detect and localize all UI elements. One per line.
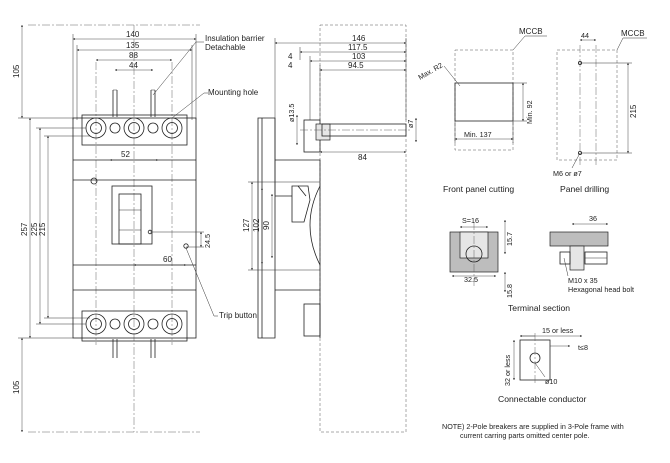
- ts-screw: M10 x 35: [568, 276, 598, 285]
- handle-window: [111, 185, 153, 245]
- dim-215: 215: [38, 222, 47, 236]
- dim-44: 44: [129, 61, 138, 70]
- connectable-conductor: 15 or less t≤8 32 or less ø10 Connectabl…: [498, 326, 588, 404]
- fpc-caption: Front panel cutting: [443, 184, 514, 194]
- dim-dia-13-5: ø13.5: [287, 104, 296, 122]
- front-top-dimensions: 140 135 88 44: [72, 30, 197, 120]
- terminal-section: S=16 15.7 32.5 15.8 36 M10 x 35 Hexagona…: [449, 214, 634, 313]
- mounting-hole-top-right: [147, 122, 159, 134]
- fpc-min-92: Min. 92: [525, 100, 534, 124]
- note-line-1: NOTE) 2-Pole breakers are supplied in 3-…: [442, 422, 624, 431]
- side-body: [257, 117, 331, 339]
- dim-103: 103: [352, 52, 366, 61]
- ts-32-5: 32.5: [464, 275, 478, 284]
- ts-s16: S=16: [462, 216, 479, 225]
- dim-60: 60: [163, 255, 172, 264]
- panel-outline: [319, 24, 407, 433]
- mounting-hole-top-left: [109, 122, 121, 134]
- dim-146: 146: [352, 34, 366, 43]
- pd-caption: Panel drilling: [560, 184, 609, 194]
- front-left-dimensions: 105 257 225 215 105: [12, 24, 90, 433]
- operating-handle: [118, 193, 142, 245]
- cc-32-or-less: 32 or less: [503, 354, 512, 386]
- dim-dia-7: ø7: [406, 120, 415, 128]
- dim-102: 102: [252, 218, 261, 232]
- dim-88: 88: [129, 51, 138, 60]
- ts-36: 36: [589, 214, 597, 223]
- indicator-screw: [90, 177, 98, 185]
- cc-15-or-less: 15 or less: [542, 326, 574, 335]
- cc-caption: Connectable conductor: [498, 394, 587, 404]
- dim-127: 127: [242, 218, 251, 232]
- ts-caption: Terminal section: [508, 303, 570, 313]
- fpc-mccb-label: MCCB: [519, 27, 543, 36]
- dim-117-5: 117.5: [348, 43, 368, 52]
- dim-94-5: 94.5: [348, 61, 364, 70]
- ts-bolt: Hexagonal head bolt: [568, 285, 634, 294]
- cc-t8: t≤8: [578, 343, 588, 352]
- front-view: 140 135 88 44: [12, 24, 265, 433]
- dim-24-5: 24.5: [203, 234, 212, 248]
- ts-15-8: 15.8: [505, 284, 514, 298]
- front-panel-cutting: MCCB Max. R2 Min. 92 Min. 137 Front pane…: [417, 27, 547, 194]
- dim-105-bottom: 105: [12, 380, 21, 394]
- pd-dim-215: 215: [629, 104, 638, 118]
- callout-insulation-barrier: Insulation barrier: [205, 34, 265, 43]
- note: NOTE) 2-Pole breakers are supplied in 3-…: [442, 422, 624, 440]
- dim-140: 140: [126, 30, 140, 39]
- dim-4-b: 4: [288, 61, 293, 70]
- dim-257: 257: [20, 222, 29, 236]
- callout-detachable: Detachable: [205, 43, 246, 52]
- front-callouts: Insulation barrier Detachable Mounting h…: [152, 34, 265, 320]
- callout-trip-button: Trip button: [219, 311, 257, 320]
- dim-52: 52: [121, 150, 130, 159]
- trip-button: [183, 243, 189, 249]
- breaker-body: [72, 117, 197, 339]
- dim-135: 135: [126, 41, 140, 50]
- pd-hole-size: M6 or ø7: [553, 169, 582, 178]
- callout-mounting-hole: Mounting hole: [208, 88, 259, 97]
- pd-mccb-label: MCCB: [621, 29, 645, 38]
- dim-4-a: 4: [288, 52, 293, 61]
- cc-dia-10: ø10: [545, 377, 557, 386]
- dim-84: 84: [358, 153, 367, 162]
- fpc-min-137: Min. 137: [464, 130, 492, 139]
- fpc-max-r2: Max. R2: [417, 61, 445, 82]
- panel-drilling: 44 MCCB 215 M6 or ø7 Panel drilling: [553, 29, 647, 194]
- pd-dim-44: 44: [581, 31, 589, 40]
- ts-15-7: 15.7: [505, 232, 514, 246]
- dim-105-top: 105: [12, 64, 21, 78]
- top-terminals: [81, 89, 188, 146]
- note-line-2: current carring parts omitted center pol…: [460, 431, 589, 440]
- dim-90: 90: [262, 221, 271, 230]
- side-view: 146 117.5 103 94.5 4 4: [242, 24, 417, 433]
- bottom-terminals: [81, 310, 188, 358]
- dim-225: 225: [30, 222, 39, 236]
